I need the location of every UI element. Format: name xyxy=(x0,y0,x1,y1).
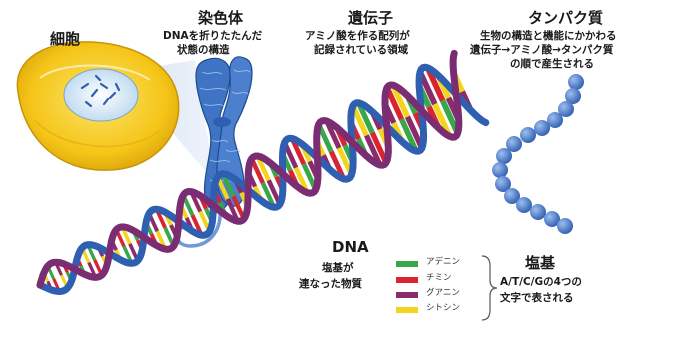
protein-desc-line-2: 遺伝子→アミノ酸→タンパク質 xyxy=(470,44,613,57)
nucleus xyxy=(64,69,138,121)
legend-swatch-cytosine xyxy=(396,307,418,313)
protein-chain-icon xyxy=(492,74,584,234)
dna-title: DNA xyxy=(332,238,369,257)
gene-title: 遺伝子 xyxy=(348,9,393,28)
legend-swatch-guanine xyxy=(396,292,418,298)
protein-desc-line-1: 生物の構造と機能にかかわる xyxy=(480,30,617,43)
dna-desc-line-1: 塩基が xyxy=(322,262,354,275)
legend-label-adenine: アデニン xyxy=(426,257,460,268)
base-desc-line-2: 文字で表される xyxy=(500,292,574,305)
legend-swatch-thymine xyxy=(396,277,418,283)
cell-title: 細胞 xyxy=(50,30,80,49)
chromosome-desc-line-2: 状態の構造 xyxy=(177,44,230,57)
base-title: 塩基 xyxy=(525,254,555,273)
chromosome-desc-line-1: DNAを折りたたんだ xyxy=(163,30,262,43)
dna-desc-line-2: 連なった物質 xyxy=(299,278,362,291)
legend-label-cytosine: シトシン xyxy=(426,303,460,314)
cell-icon xyxy=(17,42,178,170)
protein-desc-line-3: の順で産生される xyxy=(510,58,594,71)
protein-title: タンパク質 xyxy=(528,9,603,28)
chromosome-title: 染色体 xyxy=(198,9,243,28)
base-desc-line-1: A/T/C/Gの4つの xyxy=(500,276,582,289)
gene-desc-line-2: 記録されている領域 xyxy=(314,44,408,57)
gene-desc-line-1: アミノ酸を作る配列が xyxy=(305,30,410,43)
legend-swatch-adenine xyxy=(396,261,418,267)
legend-label-thymine: チミン xyxy=(426,273,452,284)
legend-bracket xyxy=(482,256,497,320)
legend-label-guanine: グアニン xyxy=(426,288,460,299)
base-legend xyxy=(396,261,418,313)
